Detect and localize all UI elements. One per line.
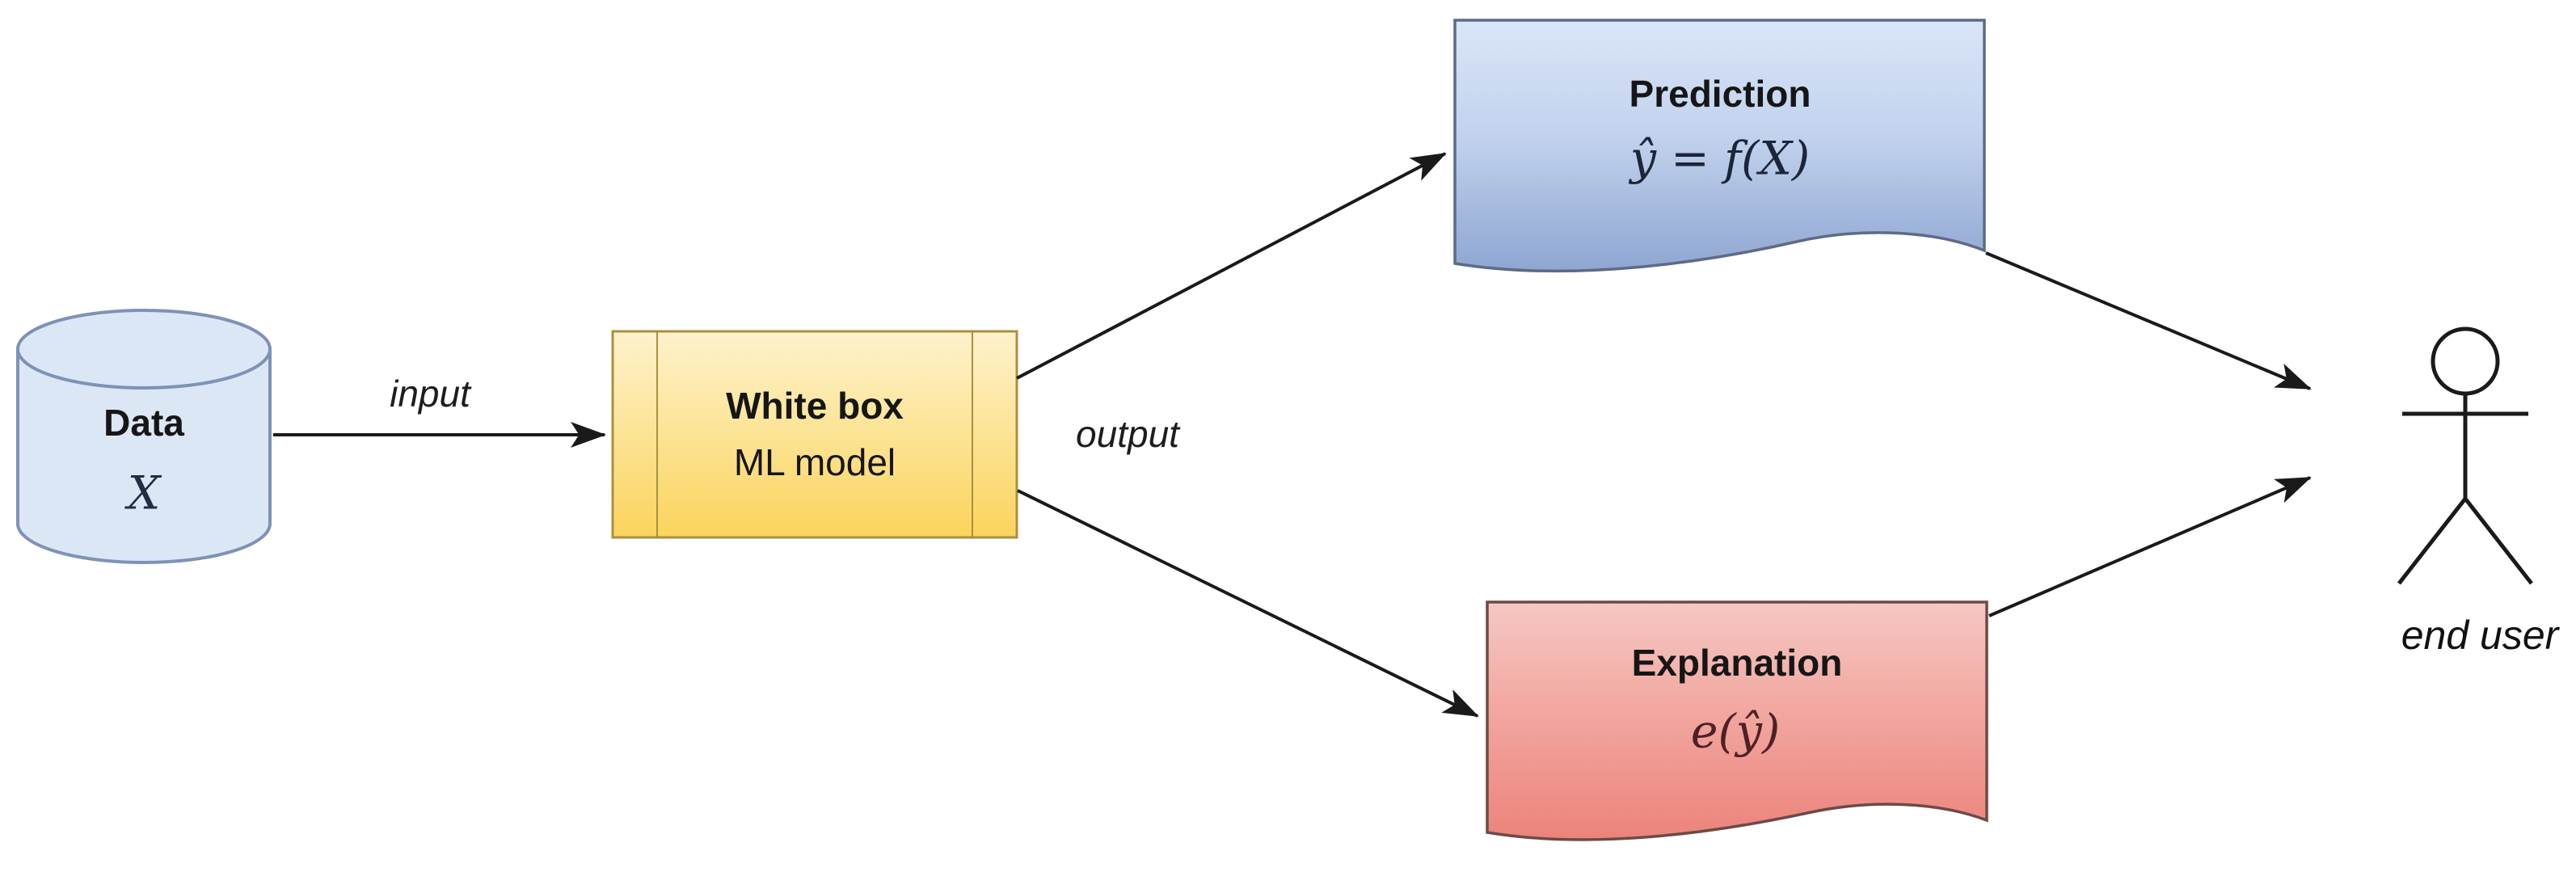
explanation-formula: e(ŷ) xyxy=(1690,705,1781,759)
data-cylinder xyxy=(16,309,272,564)
input-edge-label: input xyxy=(390,373,470,415)
prediction-document xyxy=(1453,19,1986,273)
output-arrow-to-explanation xyxy=(1017,489,1479,718)
explanation-title: Explanation xyxy=(1631,642,1843,684)
stick-figure-icon xyxy=(2397,326,2533,585)
data-cylinder-title: Data xyxy=(103,402,184,444)
output-arrow-to-prediction xyxy=(1016,152,1447,380)
explanation-to-user-arrow xyxy=(1988,476,2312,617)
white-box-title: White box xyxy=(726,385,904,427)
white-box-subtitle: ML model xyxy=(733,441,896,483)
explanation-document xyxy=(1486,600,1988,841)
prediction-formula: ŷ = f(X) xyxy=(1629,132,1811,186)
end-user-label: end user xyxy=(2401,613,2559,658)
prediction-title: Prediction xyxy=(1629,73,1811,115)
white-box-process xyxy=(611,330,1018,539)
prediction-to-user-arrow xyxy=(1985,251,2312,390)
output-edge-label: output xyxy=(1076,413,1179,455)
data-cylinder-symbol: X xyxy=(127,466,161,520)
